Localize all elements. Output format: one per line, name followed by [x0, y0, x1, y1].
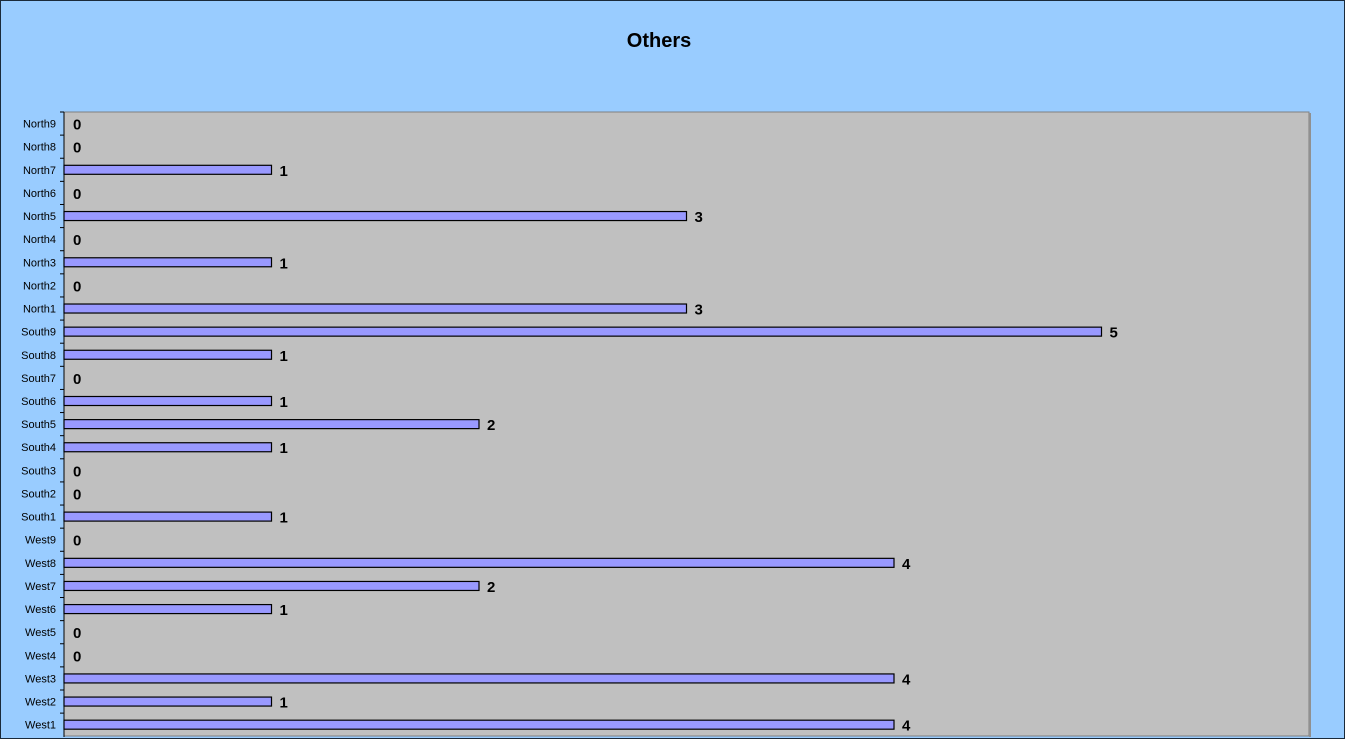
data-label: 1	[280, 695, 288, 712]
y-tick-label: West1	[25, 720, 56, 732]
bar	[63, 557, 895, 568]
y-tick-label: South1	[21, 512, 56, 524]
y-tick-label: North2	[23, 280, 56, 292]
data-label: 0	[73, 140, 81, 157]
y-tick-label: South5	[21, 419, 56, 431]
bar	[63, 210, 688, 222]
bar	[63, 164, 273, 175]
data-label: 1	[280, 510, 288, 527]
y-tick-label: South4	[21, 442, 56, 454]
y-tick-label: South7	[21, 373, 56, 385]
data-label: 1	[280, 255, 288, 272]
bar	[63, 257, 273, 268]
bar	[63, 442, 273, 453]
y-tick-label: South6	[21, 396, 56, 408]
y-tick-label: West7	[25, 581, 56, 593]
data-label: 1	[280, 440, 288, 457]
y-tick-label: North6	[23, 188, 56, 200]
bar	[63, 673, 895, 684]
data-label: 0	[73, 533, 81, 550]
bar	[63, 303, 688, 314]
y-tick-label: North8	[23, 142, 56, 154]
bar	[63, 580, 480, 592]
data-label: 0	[73, 648, 81, 665]
data-label: 0	[73, 625, 81, 642]
bar	[63, 511, 273, 522]
data-label: 2	[487, 417, 495, 434]
bar	[63, 603, 273, 615]
y-tick-label: South2	[21, 488, 56, 500]
data-label: 3	[695, 302, 703, 319]
y-tick-label: West8	[25, 558, 56, 570]
data-label: 1	[280, 348, 288, 365]
data-label: 4	[902, 718, 911, 735]
y-tick-label: West2	[25, 697, 56, 709]
y-tick-label: West3	[25, 673, 56, 685]
data-label: 2	[487, 579, 495, 596]
data-label: 3	[695, 209, 703, 226]
y-tick-label: North4	[23, 234, 56, 246]
data-label: 0	[73, 186, 81, 203]
y-tick-label: West9	[25, 535, 56, 547]
bar	[63, 719, 895, 730]
y-tick-label: North9	[23, 119, 56, 131]
data-label: 0	[73, 232, 81, 249]
data-label: 1	[280, 602, 288, 619]
bar	[63, 349, 273, 360]
data-label: 1	[280, 163, 288, 180]
data-label: 0	[73, 371, 81, 388]
y-tick-label: West4	[25, 650, 56, 662]
bar	[63, 419, 480, 430]
data-label: 4	[902, 556, 911, 573]
y-tick-label: South9	[21, 327, 56, 339]
y-tick-label: South8	[21, 350, 56, 362]
data-label: 4	[902, 671, 911, 688]
y-tick-label: West6	[25, 604, 56, 616]
y-tick-label: South3	[21, 465, 56, 477]
bar	[63, 395, 273, 407]
data-label: 0	[73, 486, 81, 503]
y-tick-label: North7	[23, 165, 56, 177]
y-tick-label: North5	[23, 211, 56, 223]
bar	[63, 326, 1103, 337]
y-tick-label: West5	[25, 627, 56, 639]
chart-title: Others	[627, 30, 691, 52]
data-label: 0	[73, 117, 81, 134]
data-label: 5	[1110, 325, 1118, 342]
y-tick-label: North3	[23, 257, 56, 269]
data-label: 1	[280, 394, 288, 411]
y-tick-label: North1	[23, 304, 56, 316]
data-label: 0	[73, 463, 81, 480]
data-label: 0	[73, 278, 81, 295]
bar	[63, 696, 273, 707]
